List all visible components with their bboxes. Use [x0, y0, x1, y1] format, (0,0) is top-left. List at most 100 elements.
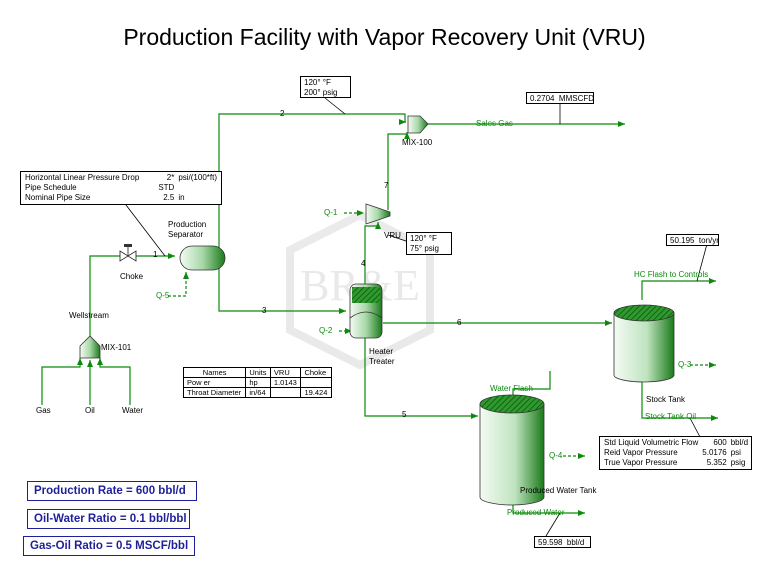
pipe-row-value: 2* [166, 173, 175, 182]
hc-flash-rate-box: 50.195 ton/yr [666, 234, 719, 246]
wellstream-label: Wellstream [69, 311, 109, 320]
water-label: Water [122, 406, 144, 415]
oil-property-row: True Vapor Pressure 5.352 psig [602, 458, 750, 468]
pipe-row-value: STD [158, 183, 175, 192]
parameters-header-cell: Choke [300, 367, 332, 378]
hc-flash-label: HC Flash to Controls [634, 270, 709, 279]
hc-flash-rate-unit: ton/yr [698, 236, 719, 245]
oil-property-unit: bbl/d [730, 438, 749, 447]
stream-4-label: 4 [361, 259, 366, 268]
oil-property-row: Std Liquid Volumetric Flow 600 bbl/d [602, 438, 750, 448]
oil-property-name: True Vapor Pressure [604, 458, 678, 467]
stream-stock-tank-oil [641, 380, 718, 421]
q1-label: Q-1 [324, 208, 338, 217]
diagram-title: Production Facility with Vapor Recovery … [123, 24, 646, 50]
stream-4 [364, 222, 381, 286]
table-cell: Throat Diameter [182, 387, 247, 398]
vru-compressor[interactable] [365, 203, 391, 225]
pipe-row-unit: psi/(100*ft) [178, 173, 217, 182]
production-separator-label: Production Separator [168, 220, 207, 239]
choke-valve[interactable] [119, 244, 137, 262]
produced-water-tank-vessel[interactable] [479, 394, 545, 506]
stock-tank-oil-label: Stock Tank Oil [645, 412, 696, 421]
oil-property-value: 5.352 [706, 458, 727, 467]
table-cell: 1.0143 [269, 377, 302, 388]
stream-hc-flash [641, 278, 716, 300]
mix-100-label: MIX-100 [402, 138, 433, 147]
stream-q5 [168, 272, 189, 297]
sales-gas-rate-box: 0.2704 MMSCFD [526, 92, 594, 104]
q4-label: Q-4 [549, 451, 563, 460]
produced-water-rate-value: 59.598 [538, 538, 563, 547]
gas-oil-ratio-summary: Gas-Oil Ratio = 0.5 MSCF/bbl [23, 536, 195, 556]
mix-101-label: MIX-101 [101, 343, 132, 352]
stream-2 [218, 113, 406, 248]
parameters-header-row: Names Units VRU Choke [182, 367, 332, 378]
stream-7-label: 7 [384, 181, 389, 190]
stream-2-conditions-box: 120° °F 200° psig [300, 76, 351, 98]
pipe-row-name: Pipe Schedule [25, 183, 77, 192]
table-cell: 19.424 [300, 387, 332, 398]
pipe-row-name: Nominal Pipe Size [25, 193, 91, 202]
stream-water-flash [512, 371, 551, 398]
table-cell [269, 387, 302, 398]
sales-gas-rate-value: 0.2704 [530, 94, 555, 103]
stream-6-label: 6 [457, 318, 462, 327]
gas-label: Gas [36, 406, 51, 415]
production-rate-summary: Production Rate = 600 bbl/d [27, 481, 197, 501]
stock-tank-vessel[interactable] [613, 304, 675, 383]
stream-3-label: 3 [262, 306, 267, 315]
mix-100-unit[interactable] [407, 115, 429, 134]
heater-treater-label: Heater Treater [369, 347, 395, 366]
vru-pressure: 75° psig [410, 244, 439, 253]
vru-temperature: 120° °F [410, 234, 437, 243]
pipe-row-name: Horizontal Linear Pressure Drop [25, 173, 140, 182]
table-row: Throat Diameter in/64 19.424 [182, 387, 332, 398]
stream-gas [41, 358, 83, 405]
oil-water-ratio-summary: Oil-Water Ratio = 0.1 bbl/bbl [27, 509, 190, 529]
oil-property-unit: psi [730, 448, 741, 457]
stream-1-label: 1 [153, 250, 158, 259]
hc-flash-rate-value: 50.195 [670, 236, 695, 245]
stream-3 [218, 266, 346, 314]
vru-conditions-box: 120° °F 75° psig [406, 232, 452, 255]
stock-tank-label: Stock Tank [646, 395, 685, 404]
pipe-row: Nominal Pipe Size 2.5 in [23, 193, 219, 203]
vru-label: VRU [384, 231, 401, 240]
table-cell: in/64 [245, 387, 271, 398]
oil-property-value: 600 [713, 438, 727, 447]
pipe-row-value: 2.5 [163, 193, 175, 202]
stream-2-label: 2 [280, 109, 285, 118]
stream-water [97, 358, 131, 405]
production-separator-vessel[interactable] [179, 245, 226, 271]
sales-gas-rate-unit: MMSCFD [558, 94, 595, 103]
oil-label: Oil [85, 406, 95, 415]
q3-label: Q-3 [678, 360, 692, 369]
oil-property-row: Reid Vapor Pressure 5.0176 psi [602, 448, 750, 458]
heater-treater-vessel[interactable] [349, 283, 383, 339]
pipe-row-unit: in [178, 193, 185, 202]
parameters-table: Names Units VRU Choke Pow er hp 1.0143 T… [182, 367, 332, 398]
oil-property-name: Std Liquid Volumetric Flow [604, 438, 699, 447]
q5-label: Q-5 [156, 291, 170, 300]
parameters-header-cell: Names [182, 367, 247, 378]
stream-wellstream [89, 255, 120, 345]
pipe-properties-box: Horizontal Linear Pressure Drop 2* psi/(… [20, 171, 222, 205]
parameters-header-cell: VRU [269, 367, 302, 378]
produced-water-tank-label: Produced Water Tank [520, 486, 597, 495]
stream-5 [364, 337, 478, 419]
mix-101-unit[interactable] [79, 335, 101, 359]
water-flash-label: Water Flash [490, 384, 533, 393]
oil-property-unit: psig [730, 458, 746, 467]
produced-water-label: Produced Water [507, 508, 565, 517]
pipe-row: Pipe Schedule STD [23, 183, 219, 193]
pipe-row-unit [176, 183, 219, 193]
table-cell [300, 377, 332, 388]
produced-water-rate-unit: bbl/d [566, 538, 585, 547]
table-row: Pow er hp 1.0143 [182, 377, 332, 388]
choke-label: Choke [120, 272, 144, 281]
table-cell: hp [245, 377, 271, 388]
oil-property-value: 5.0176 [702, 448, 727, 457]
stream-2-pressure: 200° psig [304, 88, 338, 97]
